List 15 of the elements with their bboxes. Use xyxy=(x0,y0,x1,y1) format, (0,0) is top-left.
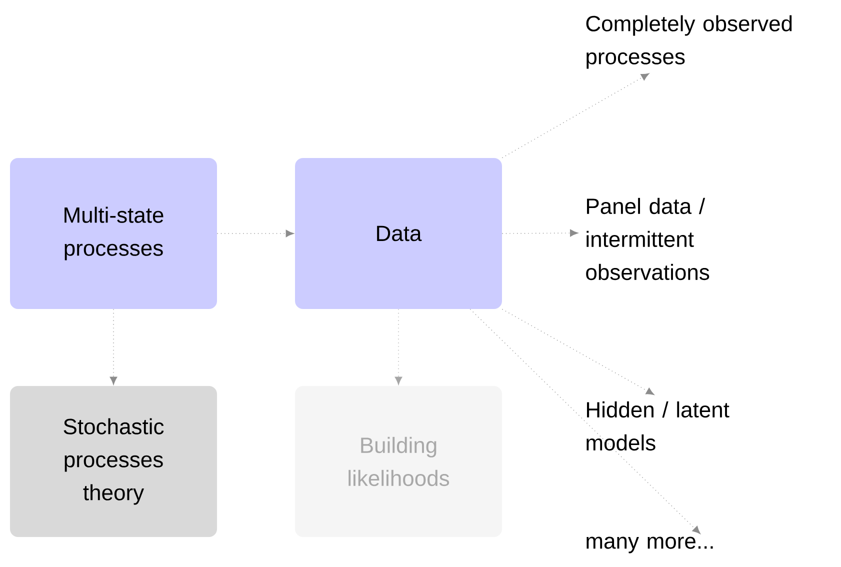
arrow xyxy=(110,308,118,385)
outcome-label: Hidden / latent models xyxy=(586,401,730,451)
process-box: Stochastic processes theory xyxy=(10,386,217,537)
arrow xyxy=(502,308,654,395)
arrow xyxy=(502,229,578,237)
process-box: Multi-state processes xyxy=(10,158,217,309)
arrow xyxy=(216,230,294,238)
arrow xyxy=(394,308,402,385)
arrow xyxy=(502,73,650,158)
outcome-label: Completely observed processes xyxy=(586,15,792,69)
outcome-label: Panel data / intermittent observations xyxy=(586,198,710,280)
process-box: Building likelihoods xyxy=(295,386,502,537)
process-box: Data xyxy=(295,158,502,309)
arrow xyxy=(470,308,700,534)
outcome-label: many more... xyxy=(586,536,713,554)
